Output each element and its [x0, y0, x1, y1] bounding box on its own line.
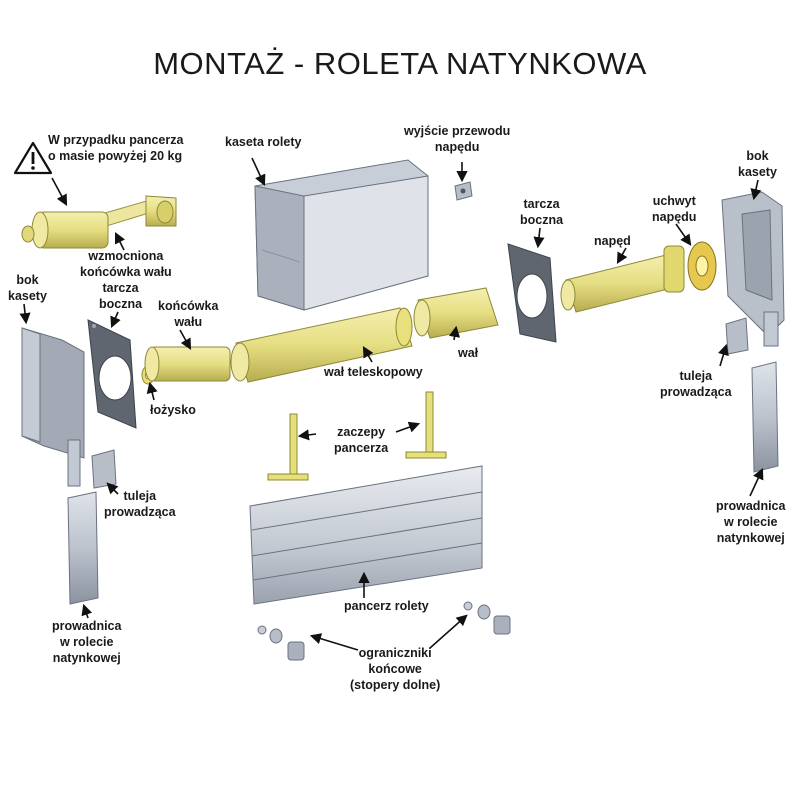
callout-arrows: [19, 157, 764, 651]
roller-curtain-part: [249, 465, 483, 605]
telescopic-shaft-part: [230, 307, 413, 383]
right-side-disc-part: [507, 243, 557, 343]
label-kaseta: kaseta rolety: [225, 135, 302, 149]
page-title: MONTAŻ - ROLETA NATYNKOWA: [153, 46, 647, 81]
right-guide-rail-part: [751, 361, 779, 473]
left-guide-bushing-part: [91, 449, 117, 489]
left-side-disc-part: [87, 319, 137, 429]
label-naped: napęd: [594, 234, 631, 248]
label-lozysko: łożysko: [150, 403, 196, 417]
left-guide-rail-part: [67, 491, 99, 605]
warning-triangle-icon: [13, 141, 53, 175]
label-wal-teleskopowy: wał teleskopowy: [324, 365, 423, 379]
label-pancerz: pancerz rolety: [344, 599, 429, 613]
shaft-part: [413, 287, 499, 339]
right-guide-bushing-part: [725, 317, 749, 355]
end-stoppers-part: [257, 601, 511, 661]
curtain-hangers-part: [267, 391, 447, 481]
shaft-end-part: [144, 346, 231, 382]
drive-holder-part: [687, 241, 717, 291]
reinforced-shaft-end-part: [21, 195, 177, 249]
cable-outlet-part: [454, 181, 473, 201]
left-cassette-side-part: [21, 327, 85, 487]
label-wal: wał: [458, 346, 479, 360]
roller-cassette-part: [254, 159, 429, 311]
right-cassette-side-part: [721, 191, 785, 347]
drive-motor-part: [560, 245, 685, 313]
